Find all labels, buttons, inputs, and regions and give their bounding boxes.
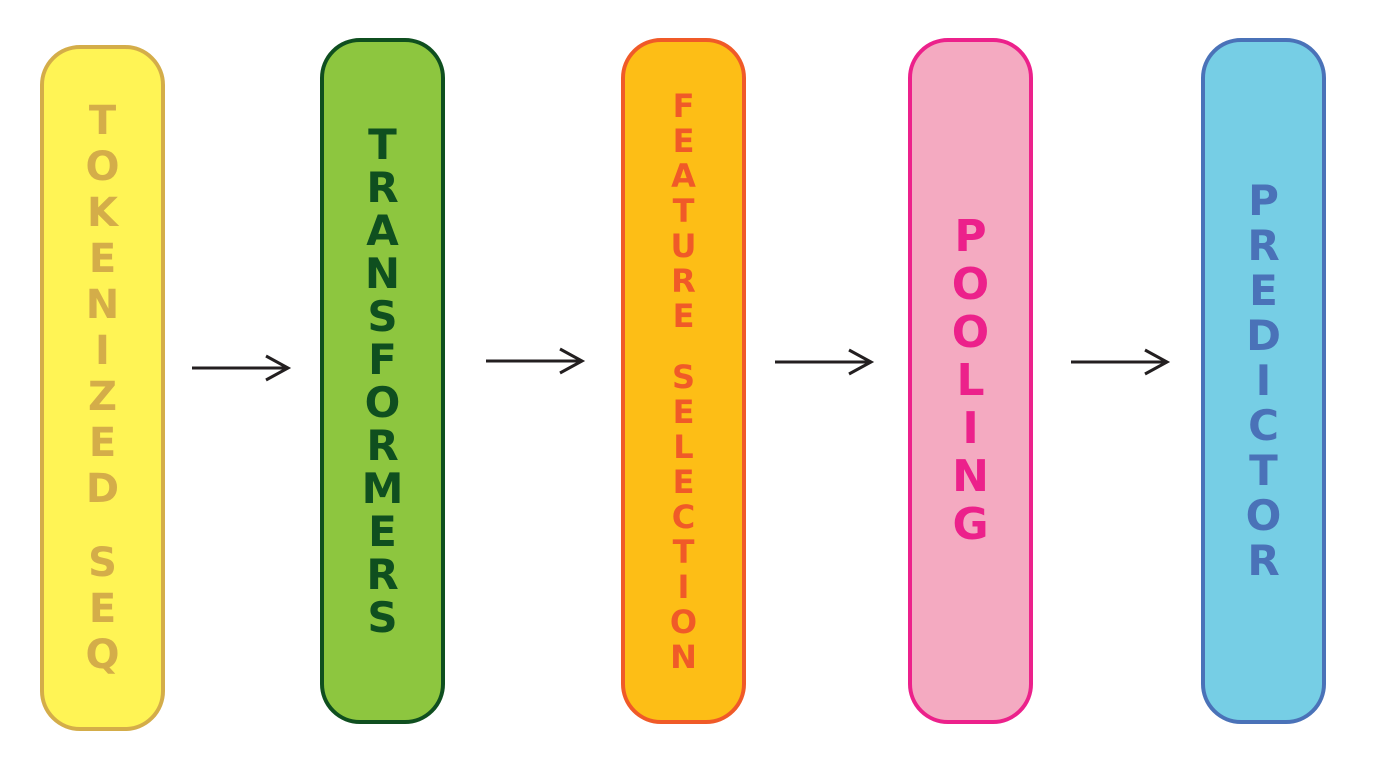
stage-letter: N <box>670 637 697 676</box>
stage-letter: N <box>85 282 120 328</box>
stage-letter: A <box>671 156 696 195</box>
stage-letter: I <box>962 403 979 454</box>
stage-letter: A <box>366 205 399 255</box>
stage-letter: E <box>88 236 117 282</box>
stage-letter: R <box>671 261 696 300</box>
stage-letter: T <box>672 532 695 571</box>
stage-letter: G <box>952 499 989 550</box>
stage-letter: R <box>1247 536 1280 585</box>
stage-letter: E <box>672 462 695 501</box>
stage-letter: U <box>670 226 697 265</box>
stage-letter: E <box>672 392 695 431</box>
stage-letter: T <box>368 119 397 169</box>
stage-letter: T <box>672 191 695 230</box>
stage-letter: O <box>85 144 120 190</box>
stage-letter: S <box>671 357 696 396</box>
stage-letter: C <box>1248 401 1279 450</box>
arrow-3 <box>775 348 875 376</box>
stage-letter: O <box>669 602 698 641</box>
stage-letter: F <box>672 86 695 125</box>
stage-letter: F <box>368 334 397 384</box>
stage-letter: K <box>86 190 118 236</box>
stage-letter: S <box>88 540 117 586</box>
stage-letter: O <box>951 307 990 358</box>
stage-letter: M <box>361 463 404 513</box>
stage-letter: R <box>366 420 399 470</box>
arrow-1 <box>192 354 292 382</box>
stage-letter: L <box>673 427 694 466</box>
stage-letter: E <box>368 506 397 556</box>
stage-letter: N <box>952 451 989 502</box>
stage-letter: R <box>1247 221 1280 270</box>
stage-letter: P <box>954 211 987 262</box>
stage-letter: T <box>1249 446 1278 495</box>
stage-letter: Q <box>85 632 120 678</box>
stage-letter: E <box>88 420 117 466</box>
stage-letter: I <box>1255 356 1272 405</box>
stage-letter: N <box>364 248 401 298</box>
stage-letter: S <box>367 592 398 642</box>
stage-letter: Z <box>87 374 117 420</box>
stage-letter: E <box>672 296 695 335</box>
stage-letter: R <box>366 549 399 599</box>
stage-letter: L <box>956 355 985 406</box>
stage-letter: I <box>95 328 110 374</box>
stage-letter: E <box>672 121 695 160</box>
stage-letter: R <box>366 162 399 212</box>
stage-letter: T <box>88 98 117 144</box>
stage-letter: S <box>367 291 398 341</box>
stage-letter: E <box>1249 266 1278 315</box>
arrow-4 <box>1071 348 1171 376</box>
stage-letter: O <box>364 377 401 427</box>
stage-letter: P <box>1248 176 1279 225</box>
stage-letter: O <box>951 259 990 310</box>
stage-letter: E <box>88 586 117 632</box>
stage-letter: D <box>1246 311 1281 360</box>
arrow-2 <box>486 347 586 375</box>
stage-letter: C <box>671 497 696 536</box>
stage-letter: I <box>677 567 690 606</box>
stage-letter: D <box>85 466 120 512</box>
stage-letter: O <box>1245 491 1282 540</box>
